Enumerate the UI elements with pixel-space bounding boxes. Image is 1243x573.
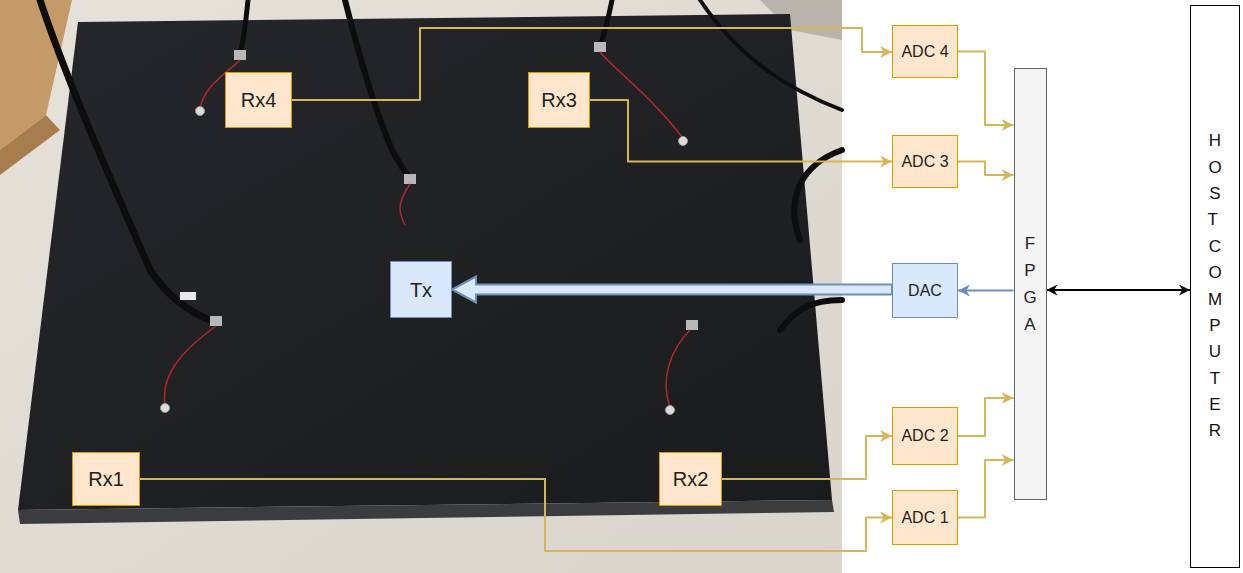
node-label: Rx4: [241, 88, 277, 112]
transmitter-box: Tx: [390, 261, 452, 318]
receiver-box: Rx2: [659, 452, 722, 506]
connector: [234, 50, 246, 60]
cable: [780, 300, 842, 330]
signal-arrow: [140, 479, 892, 551]
dac-box: DAC: [892, 263, 958, 318]
signal-arrow: [590, 100, 892, 162]
signal-arrow: [1047, 289, 1191, 291]
sensor-wire: [600, 52, 683, 138]
signal-arrow: [958, 162, 1014, 176]
adc-box: ADC 2: [892, 407, 958, 465]
connector: [210, 316, 222, 326]
connector: [404, 174, 416, 184]
signal-arrow: [958, 398, 1014, 436]
cable: [240, 0, 248, 55]
cable-tag: [180, 292, 196, 300]
piezo-sensor: [161, 404, 170, 413]
node-label: Tx: [410, 278, 432, 302]
node-label: Rx2: [673, 467, 709, 491]
node-label: DAC: [908, 281, 942, 300]
cable: [700, 0, 842, 110]
cable: [345, 0, 410, 178]
connector: [594, 42, 606, 52]
composite-plate: [18, 14, 832, 510]
node-label: ADC 3: [901, 152, 948, 171]
sensor-wire: [400, 184, 410, 225]
piezo-sensor: [666, 406, 675, 415]
piezo-sensor: [679, 137, 688, 146]
signal-arrow: [958, 460, 1014, 518]
connector: [686, 320, 698, 330]
piezo-sensor: [196, 107, 205, 116]
adc-box: ADC 1: [892, 490, 958, 545]
adc-box: ADC 3: [892, 135, 958, 188]
cable: [794, 150, 842, 240]
adc-box: ADC 4: [892, 25, 958, 78]
node-label: ADC 4: [901, 42, 948, 61]
signal-arrow: [958, 290, 1014, 292]
cable: [600, 0, 612, 46]
node-label: FPGA: [1022, 230, 1039, 339]
node-label: ADC 2: [901, 426, 948, 445]
receiver-box: Rx4: [225, 72, 292, 128]
fpga-bar: FPGA: [1014, 68, 1047, 500]
wooden-block-edge: [0, 115, 60, 175]
cables: [40, 0, 842, 330]
signal-arrow: [292, 28, 892, 100]
receiver-box: Rx3: [528, 72, 590, 128]
node-label: ADC 1: [901, 508, 948, 527]
host-computer-bar: HOST COMPUTER: [1190, 5, 1240, 568]
signal-arrow: [958, 52, 1014, 126]
sensor-wires: [164, 52, 690, 407]
signal-arrow: [722, 436, 892, 479]
sensor-wire: [164, 326, 216, 405]
drive-arrow: [452, 277, 892, 303]
node-label: Rx3: [541, 88, 577, 112]
sensors: [161, 107, 688, 415]
receiver-box: Rx1: [72, 452, 140, 506]
sensor-wire: [666, 330, 690, 407]
node-label: HOST COMPUTER: [1207, 128, 1224, 444]
cable: [40, 0, 215, 322]
node-label: Rx1: [88, 467, 124, 491]
